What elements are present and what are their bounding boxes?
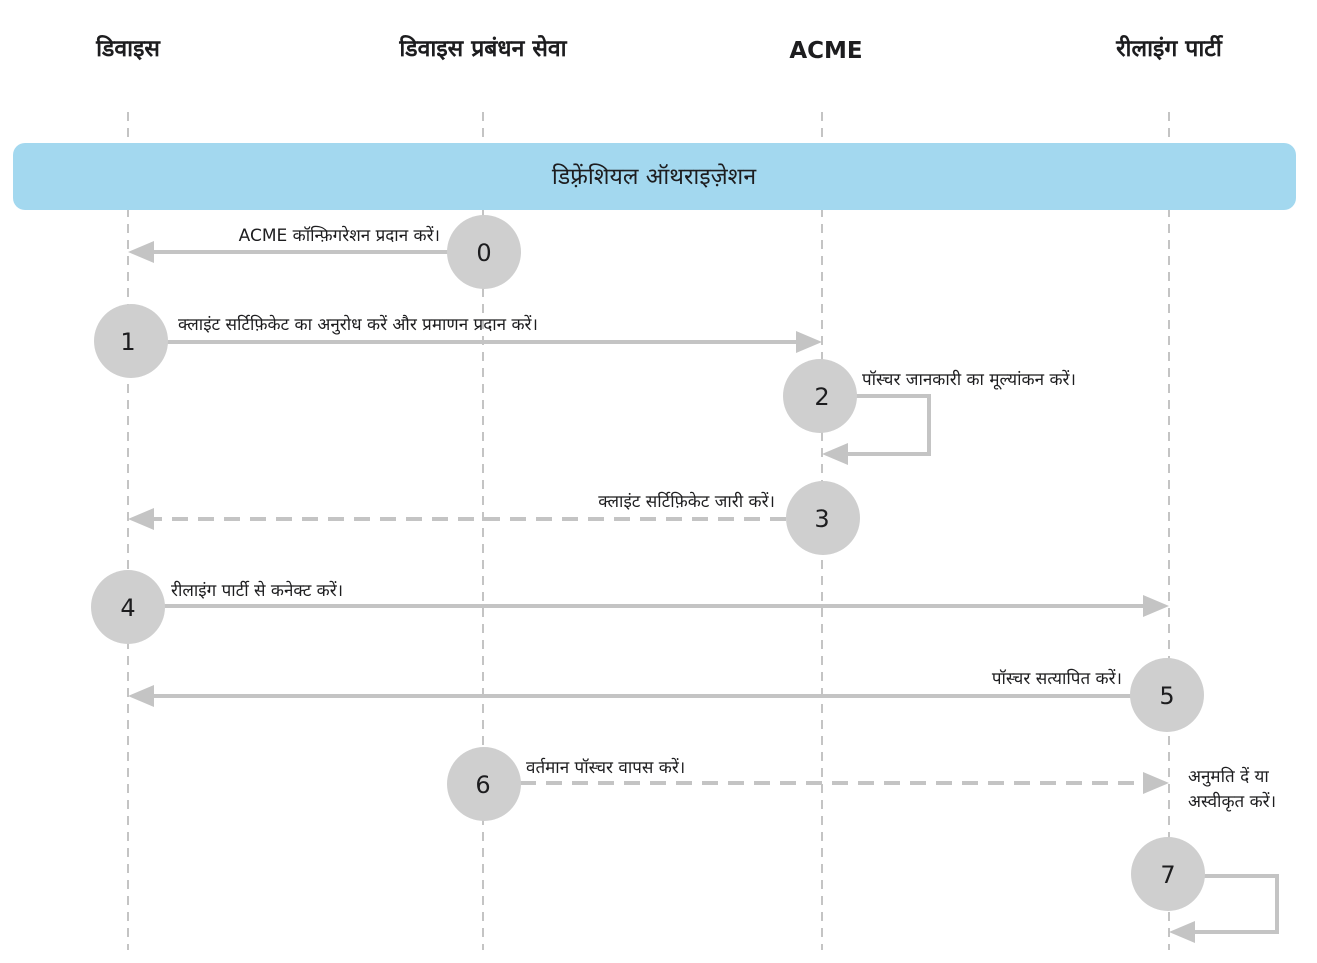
step-2-label: पॉस्चर जानकारी का मूल्यांकन करें। — [862, 369, 1076, 390]
step-2-circle — [783, 359, 857, 433]
step-1-number: 1 — [120, 328, 135, 356]
step-0-arrowhead — [128, 241, 154, 263]
step-3: क्लाइंट सर्टिफ़िकेट जारी करें। 3 — [128, 481, 860, 555]
step-3-number: 3 — [814, 505, 829, 533]
step-5-label: पॉस्चर सत्यापित करें। — [992, 668, 1122, 689]
step-0-label: ACME कॉन्फ़िगरेशन प्रदान करें। — [239, 225, 440, 246]
step-7-circle — [1131, 837, 1205, 911]
step-6-arrowhead — [1143, 772, 1169, 794]
step-7-label-line-1: अनुमति दें या — [1188, 766, 1269, 787]
step-2: पॉस्चर जानकारी का मूल्यांकन करें। 2 — [783, 359, 1076, 465]
step-5-number: 5 — [1159, 682, 1174, 710]
step-3-label: क्लाइंट सर्टिफ़िकेट जारी करें। — [598, 491, 775, 512]
step-7-self-loop — [1193, 874, 1279, 934]
step-0-circle — [447, 215, 521, 289]
step-7: अनुमति दें या अस्वीकृत करें। 7 — [1131, 766, 1279, 943]
step-0-number: 0 — [476, 239, 491, 267]
step-4-circle — [91, 570, 165, 644]
step-1: क्लाइंट सर्टिफ़िकेट का अनुरोध करें और प्… — [94, 304, 822, 378]
step-4-arrowhead — [1143, 595, 1169, 617]
step-1-label: क्लाइंट सर्टिफ़िकेट का अनुरोध करें और प्… — [178, 314, 538, 335]
step-6-label: वर्तमान पॉस्चर वापस करें। — [526, 757, 685, 778]
step-6-circle — [447, 747, 521, 821]
lane-title-device-management-service: डिवाइस प्रबंधन सेवा — [398, 34, 567, 62]
lane-title-device: डिवाइस — [95, 34, 161, 62]
step-1-circle — [94, 304, 168, 378]
step-2-number: 2 — [814, 383, 829, 411]
step-5: पॉस्चर सत्यापित करें। 5 — [128, 658, 1204, 732]
banner — [13, 143, 1296, 210]
step-3-arrowhead — [128, 508, 154, 530]
step-6-number: 6 — [475, 771, 490, 799]
step-1-arrowhead — [796, 331, 822, 353]
step-4: रीलाइंग पार्टी से कनेक्ट करें। 4 — [91, 570, 1169, 644]
lane-title-acme: ACME — [789, 38, 862, 64]
step-4-label: रीलाइंग पार्टी से कनेक्ट करें। — [171, 580, 343, 601]
lane-title-relying-party: रीलाइंग पार्टी — [1115, 34, 1224, 62]
banner-label: डिफ़्रेंशियल ऑथराइज़ेशन — [552, 163, 757, 190]
step-5-arrowhead — [128, 685, 154, 707]
step-2-self-loop — [846, 394, 931, 456]
step-2-arrowhead — [822, 443, 848, 465]
step-7-label-line-2: अस्वीकृत करें। — [1188, 791, 1276, 812]
step-4-number: 4 — [120, 594, 135, 622]
step-7-number: 7 — [1160, 861, 1175, 889]
step-6: वर्तमान पॉस्चर वापस करें। 6 — [447, 747, 1169, 821]
step-3-circle — [786, 481, 860, 555]
step-0: ACME कॉन्फ़िगरेशन प्रदान करें। 0 — [128, 215, 521, 289]
step-7-arrowhead — [1169, 921, 1195, 943]
step-5-circle — [1130, 658, 1204, 732]
